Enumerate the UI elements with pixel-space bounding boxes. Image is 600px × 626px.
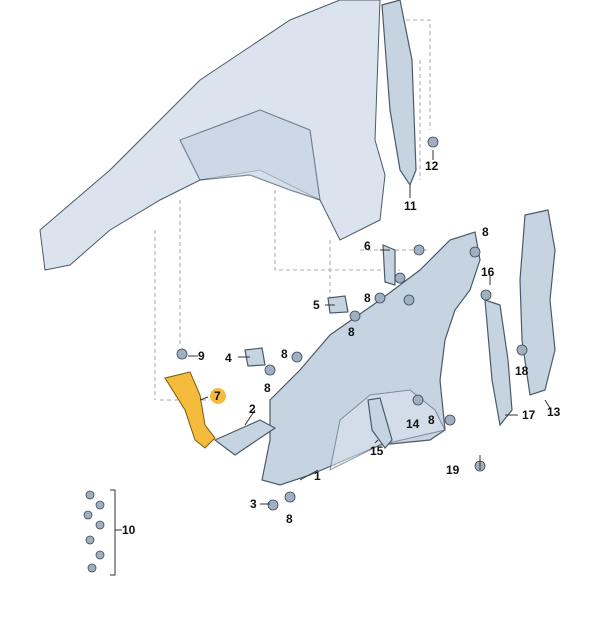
label-8f: 8 bbox=[428, 413, 435, 427]
label-4: 4 bbox=[225, 351, 232, 365]
label-1: 1 bbox=[314, 469, 321, 483]
label-18: 18 bbox=[515, 364, 529, 378]
part-11-seal bbox=[381, 0, 417, 187]
label-8d: 8 bbox=[281, 347, 288, 361]
leader-lines bbox=[188, 150, 551, 505]
label-11: 11 bbox=[404, 199, 417, 213]
wheel-arch-panel bbox=[179, 109, 321, 201]
part-10-fastener-set bbox=[83, 489, 122, 576]
label-8c: 8 bbox=[348, 325, 355, 339]
label-7: 7 bbox=[214, 389, 221, 403]
label-2: 2 bbox=[249, 402, 256, 416]
label-16: 16 bbox=[481, 265, 495, 279]
part-7-bracket-highlighted bbox=[164, 371, 216, 449]
label-7-highlight bbox=[210, 388, 226, 404]
part-2-bracket bbox=[213, 419, 277, 456]
part-4-clip bbox=[244, 347, 266, 367]
bolt-icons bbox=[176, 136, 528, 511]
part-13-liner bbox=[519, 209, 556, 396]
label-17: 17 bbox=[522, 408, 536, 422]
label-6: 6 bbox=[364, 239, 371, 253]
part-5-clip bbox=[327, 295, 349, 314]
label-8e: 8 bbox=[264, 381, 271, 395]
label-9: 9 bbox=[198, 349, 205, 363]
label-10: 10 bbox=[122, 523, 136, 537]
label-5: 5 bbox=[313, 298, 320, 312]
part-17-strip bbox=[484, 299, 513, 427]
part-labels: 1 2 3 4 5 6 7 8 8 8 8 8 8 8 9 10 11 12 1… bbox=[122, 159, 561, 537]
label-13: 13 bbox=[547, 405, 561, 419]
label-12: 12 bbox=[425, 159, 439, 173]
label-3: 3 bbox=[250, 497, 257, 511]
label-8a: 8 bbox=[482, 225, 489, 239]
label-8g: 8 bbox=[286, 512, 293, 526]
part-14-block bbox=[367, 397, 393, 449]
part-6-clip bbox=[382, 244, 396, 286]
label-15: 15 bbox=[370, 444, 384, 458]
label-8b: 8 bbox=[364, 291, 371, 305]
label-14: 14 bbox=[406, 417, 420, 431]
label-19: 19 bbox=[446, 463, 460, 477]
